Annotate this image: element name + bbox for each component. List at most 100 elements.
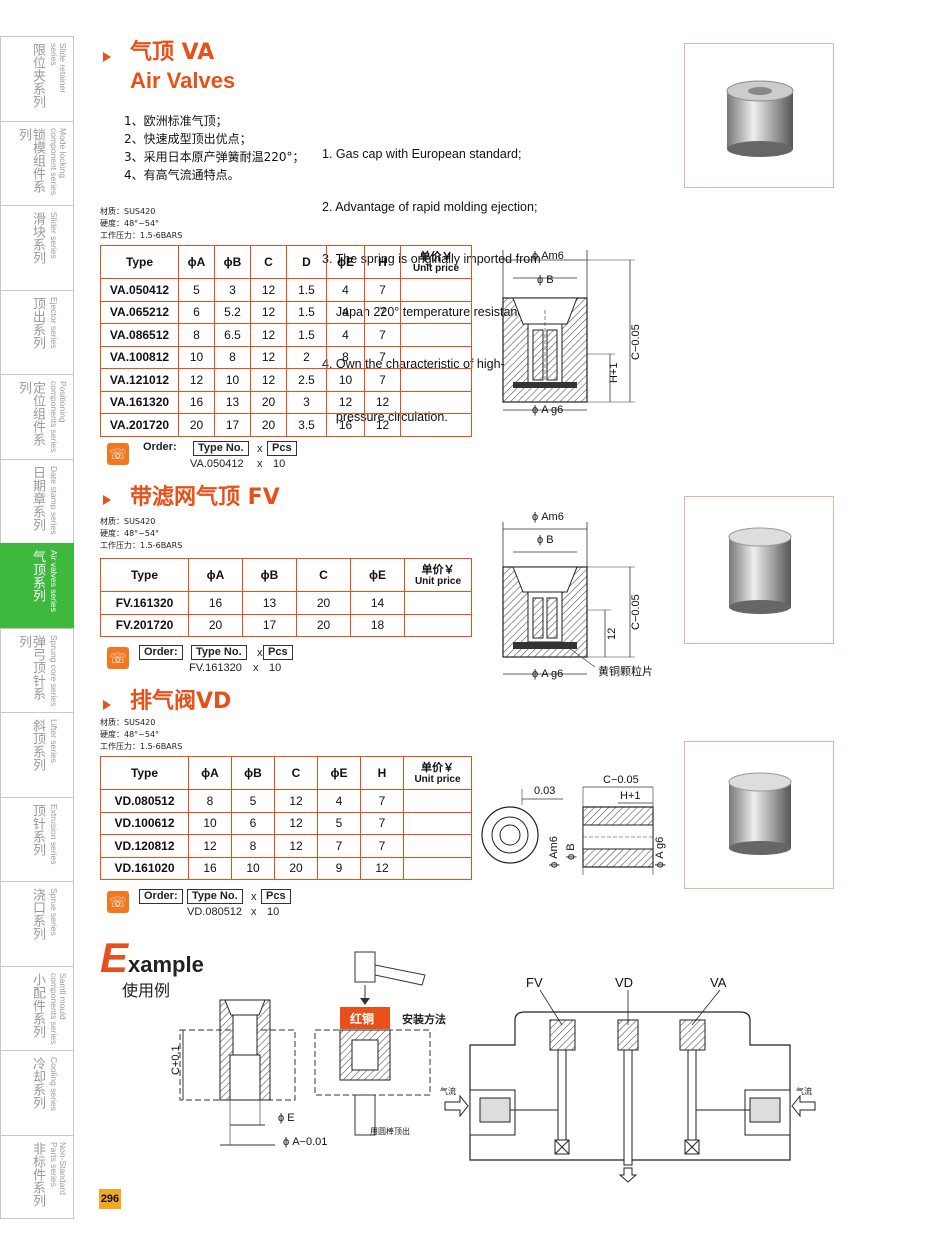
sidebar-tab-en: Ejector series — [49, 296, 59, 349]
price-cell — [400, 345, 472, 369]
sidebar-tab-en: Extrusion series — [49, 803, 59, 864]
value-cell: 12 — [274, 811, 318, 835]
cylinder-icon — [726, 80, 794, 157]
vd-technical-drawing — [481, 786, 654, 875]
order-pcs: Pcs — [261, 889, 291, 904]
sidebar-tab-en: Samll mould components series — [49, 972, 68, 1044]
sidebar-tab-zh: 冷却系列 — [30, 1057, 45, 1109]
fv-technical-drawing — [502, 522, 635, 675]
vd-title: 排气阀VD — [130, 689, 232, 714]
value-cell: 7 — [364, 323, 401, 347]
sidebar-tab-zh: 定位组件系列 — [16, 381, 45, 446]
value-cell: 8 — [178, 323, 215, 347]
value-cell: 7 — [360, 789, 404, 813]
sidebar-tab-zh: 气顶系列 — [30, 550, 45, 602]
order-x-2: x — [253, 662, 259, 674]
feature-zh-3: 3、采用日本原产弹簧耐温220°； — [124, 150, 305, 164]
value-cell: 20 — [274, 856, 318, 880]
hardness-text: 硬度：48°~54° — [100, 730, 160, 739]
sidebar-tab-en: Slider series — [49, 212, 59, 259]
fv-order-block: ☏ Order: Type No. x Pcs FV.161320 x 10 — [107, 645, 307, 675]
price-header: 单价￥Unit price — [400, 245, 472, 279]
order-label: Order: — [139, 889, 183, 904]
sidebar-tab-en: Date stamp series — [49, 465, 59, 535]
sidebar-tab-en: Positioning components series — [49, 381, 68, 453]
price-cell — [403, 834, 472, 858]
value-cell: 7 — [364, 368, 401, 392]
va-technical-drawing — [502, 250, 635, 411]
example-airflow-right: 气流 — [796, 1087, 812, 1096]
order-x: x — [257, 647, 263, 659]
type-cell: VA.100812 — [100, 345, 179, 369]
value-cell: 12 — [250, 300, 287, 324]
vd-dim-phiA-m6: ϕ Am6 — [548, 836, 560, 868]
va-product-photo — [684, 43, 834, 188]
value-cell: 20 — [296, 591, 351, 615]
value-cell: 5 — [231, 789, 275, 813]
value-cell: 12 — [326, 390, 365, 414]
feature-zh-2: 2、快速成型顶出优点； — [124, 132, 252, 146]
value-cell: 7 — [360, 811, 404, 835]
example-fv-label: FV — [526, 975, 543, 990]
phone-icon: ☏ — [107, 891, 129, 913]
va-title-zh: 气顶 VA — [130, 40, 215, 65]
order-x: x — [257, 443, 263, 455]
value-cell: 9 — [317, 856, 361, 880]
value-cell: 5.2 — [214, 300, 251, 324]
price-en: Unit price — [414, 773, 461, 785]
price-cell — [403, 811, 472, 835]
column-header: ϕB — [242, 558, 297, 592]
example-mount-drawing — [179, 999, 296, 1146]
sidebar-tab-zh: 非标件系列 — [30, 1141, 45, 1207]
column-header: C — [250, 245, 287, 279]
price-cell — [404, 613, 472, 637]
column-header: ϕB — [214, 245, 251, 279]
feature-zh-1: 1、欧洲标准气顶； — [124, 114, 228, 128]
type-cell: VD.120812 — [100, 834, 189, 858]
example-install-label: 安装方法 — [402, 1013, 446, 1026]
fv-dim-phiB: ϕ B — [537, 534, 554, 546]
price-en: Unit price — [414, 575, 462, 587]
value-cell: 1.5 — [286, 323, 327, 347]
price-cell — [404, 591, 472, 615]
order-label: Order: — [143, 441, 177, 453]
column-header: ϕA — [188, 558, 243, 592]
price-cell — [403, 789, 472, 813]
cylinder-icon — [728, 527, 792, 614]
price-header: 单价￥Unit price — [403, 756, 472, 790]
value-cell: 12 — [178, 368, 215, 392]
type-cell: VA.161320 — [100, 390, 179, 414]
column-header: H — [364, 245, 401, 279]
value-cell: 6 — [178, 300, 215, 324]
value-cell: 4 — [326, 323, 365, 347]
value-cell: 20 — [188, 613, 243, 637]
phone-icon: ☏ — [107, 647, 129, 669]
example-title: Example — [100, 934, 204, 982]
vd-order-block: ☏ Order: Type No. x Pcs VD.080512 x 10 — [107, 889, 307, 919]
value-cell: 7 — [364, 345, 401, 369]
hardness-text: 硬度：48°~54° — [100, 529, 160, 538]
section-arrow-icon — [103, 700, 111, 710]
column-header: ϕA — [188, 756, 232, 790]
fv-dim-12: 12 — [606, 627, 618, 640]
example-assembly-drawing — [444, 990, 816, 1183]
value-cell: 10 — [231, 856, 275, 880]
